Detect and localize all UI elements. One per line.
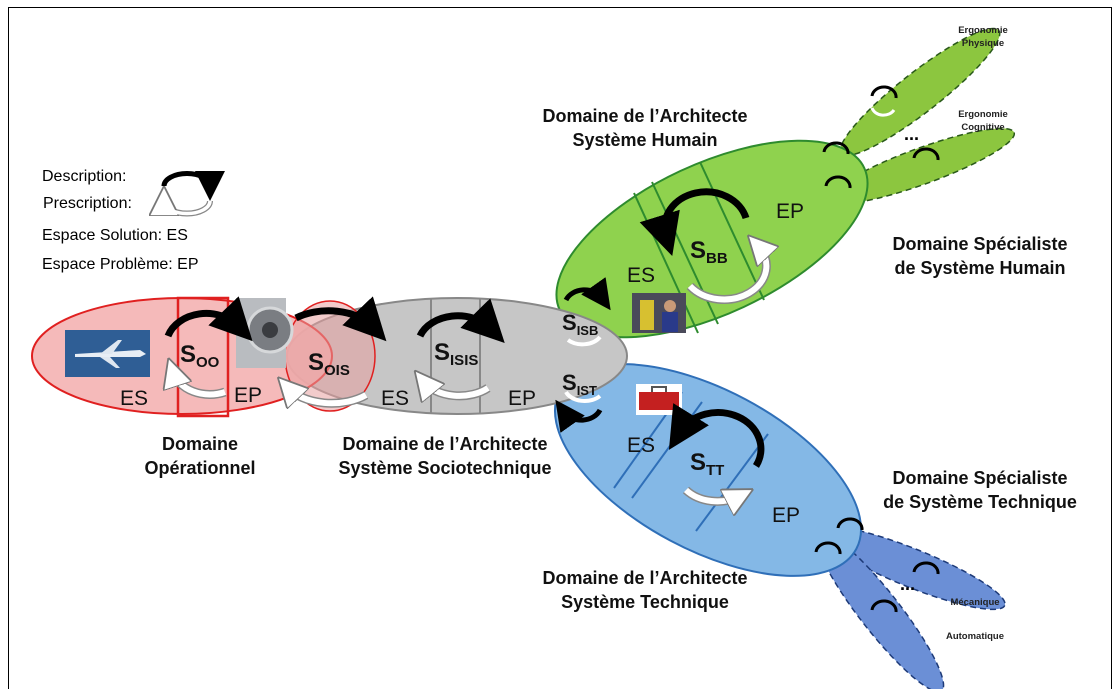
s-ois-label: SOIS xyxy=(308,349,350,379)
sociotechnical-ep-label: EP xyxy=(508,387,536,410)
toolbox-photo xyxy=(636,384,682,415)
legend-solution-space: Espace Solution: ES xyxy=(42,227,188,244)
cycle-arrows xyxy=(161,85,940,613)
space-labels: ES EP ES EP ES EP ES EP xyxy=(120,200,804,527)
legend-description: Description: xyxy=(42,168,127,185)
technical-ellipsis: ... xyxy=(900,574,915,594)
sociotechnical-es-label: ES xyxy=(381,387,409,410)
s-isb-label: SISB xyxy=(562,310,598,338)
human-ep-label: EP xyxy=(776,200,804,223)
mechanical-lobe xyxy=(818,525,1006,611)
physical-ergonomics-lobe xyxy=(839,27,1001,157)
technical-ep-label: EP xyxy=(772,504,800,527)
automatic-lobe xyxy=(815,531,945,689)
operational-es-label: ES xyxy=(120,387,148,410)
operational-ep-label: EP xyxy=(234,384,262,407)
legend-prescription: Prescription: xyxy=(43,195,132,212)
s-oo-label: SOO xyxy=(180,341,220,371)
s-isis-label: SISIS xyxy=(434,339,478,369)
engine-photo xyxy=(236,298,294,368)
automatic-label: Automatique xyxy=(945,631,1005,642)
mechanical-label: Mécanique xyxy=(950,597,1000,608)
legend-problem-space: Espace Problème: EP xyxy=(42,256,199,273)
s-bb-label: SBB xyxy=(690,237,728,267)
human-es-label: ES xyxy=(627,264,655,287)
system-labels: SOO SOIS SISIS SISB SIST SBB STT xyxy=(180,237,728,479)
people-photo xyxy=(632,293,686,333)
description-arrow-icon xyxy=(161,170,225,201)
technical-es-label: ES xyxy=(627,434,655,457)
human-ellipsis: ... xyxy=(904,124,919,144)
s-tt-label: STT xyxy=(690,449,724,479)
s-ist-label: SIST xyxy=(562,370,597,398)
technical-specialty-lobes xyxy=(815,525,1006,689)
diagram-frame xyxy=(8,7,1112,689)
airplane-photo xyxy=(65,330,150,377)
